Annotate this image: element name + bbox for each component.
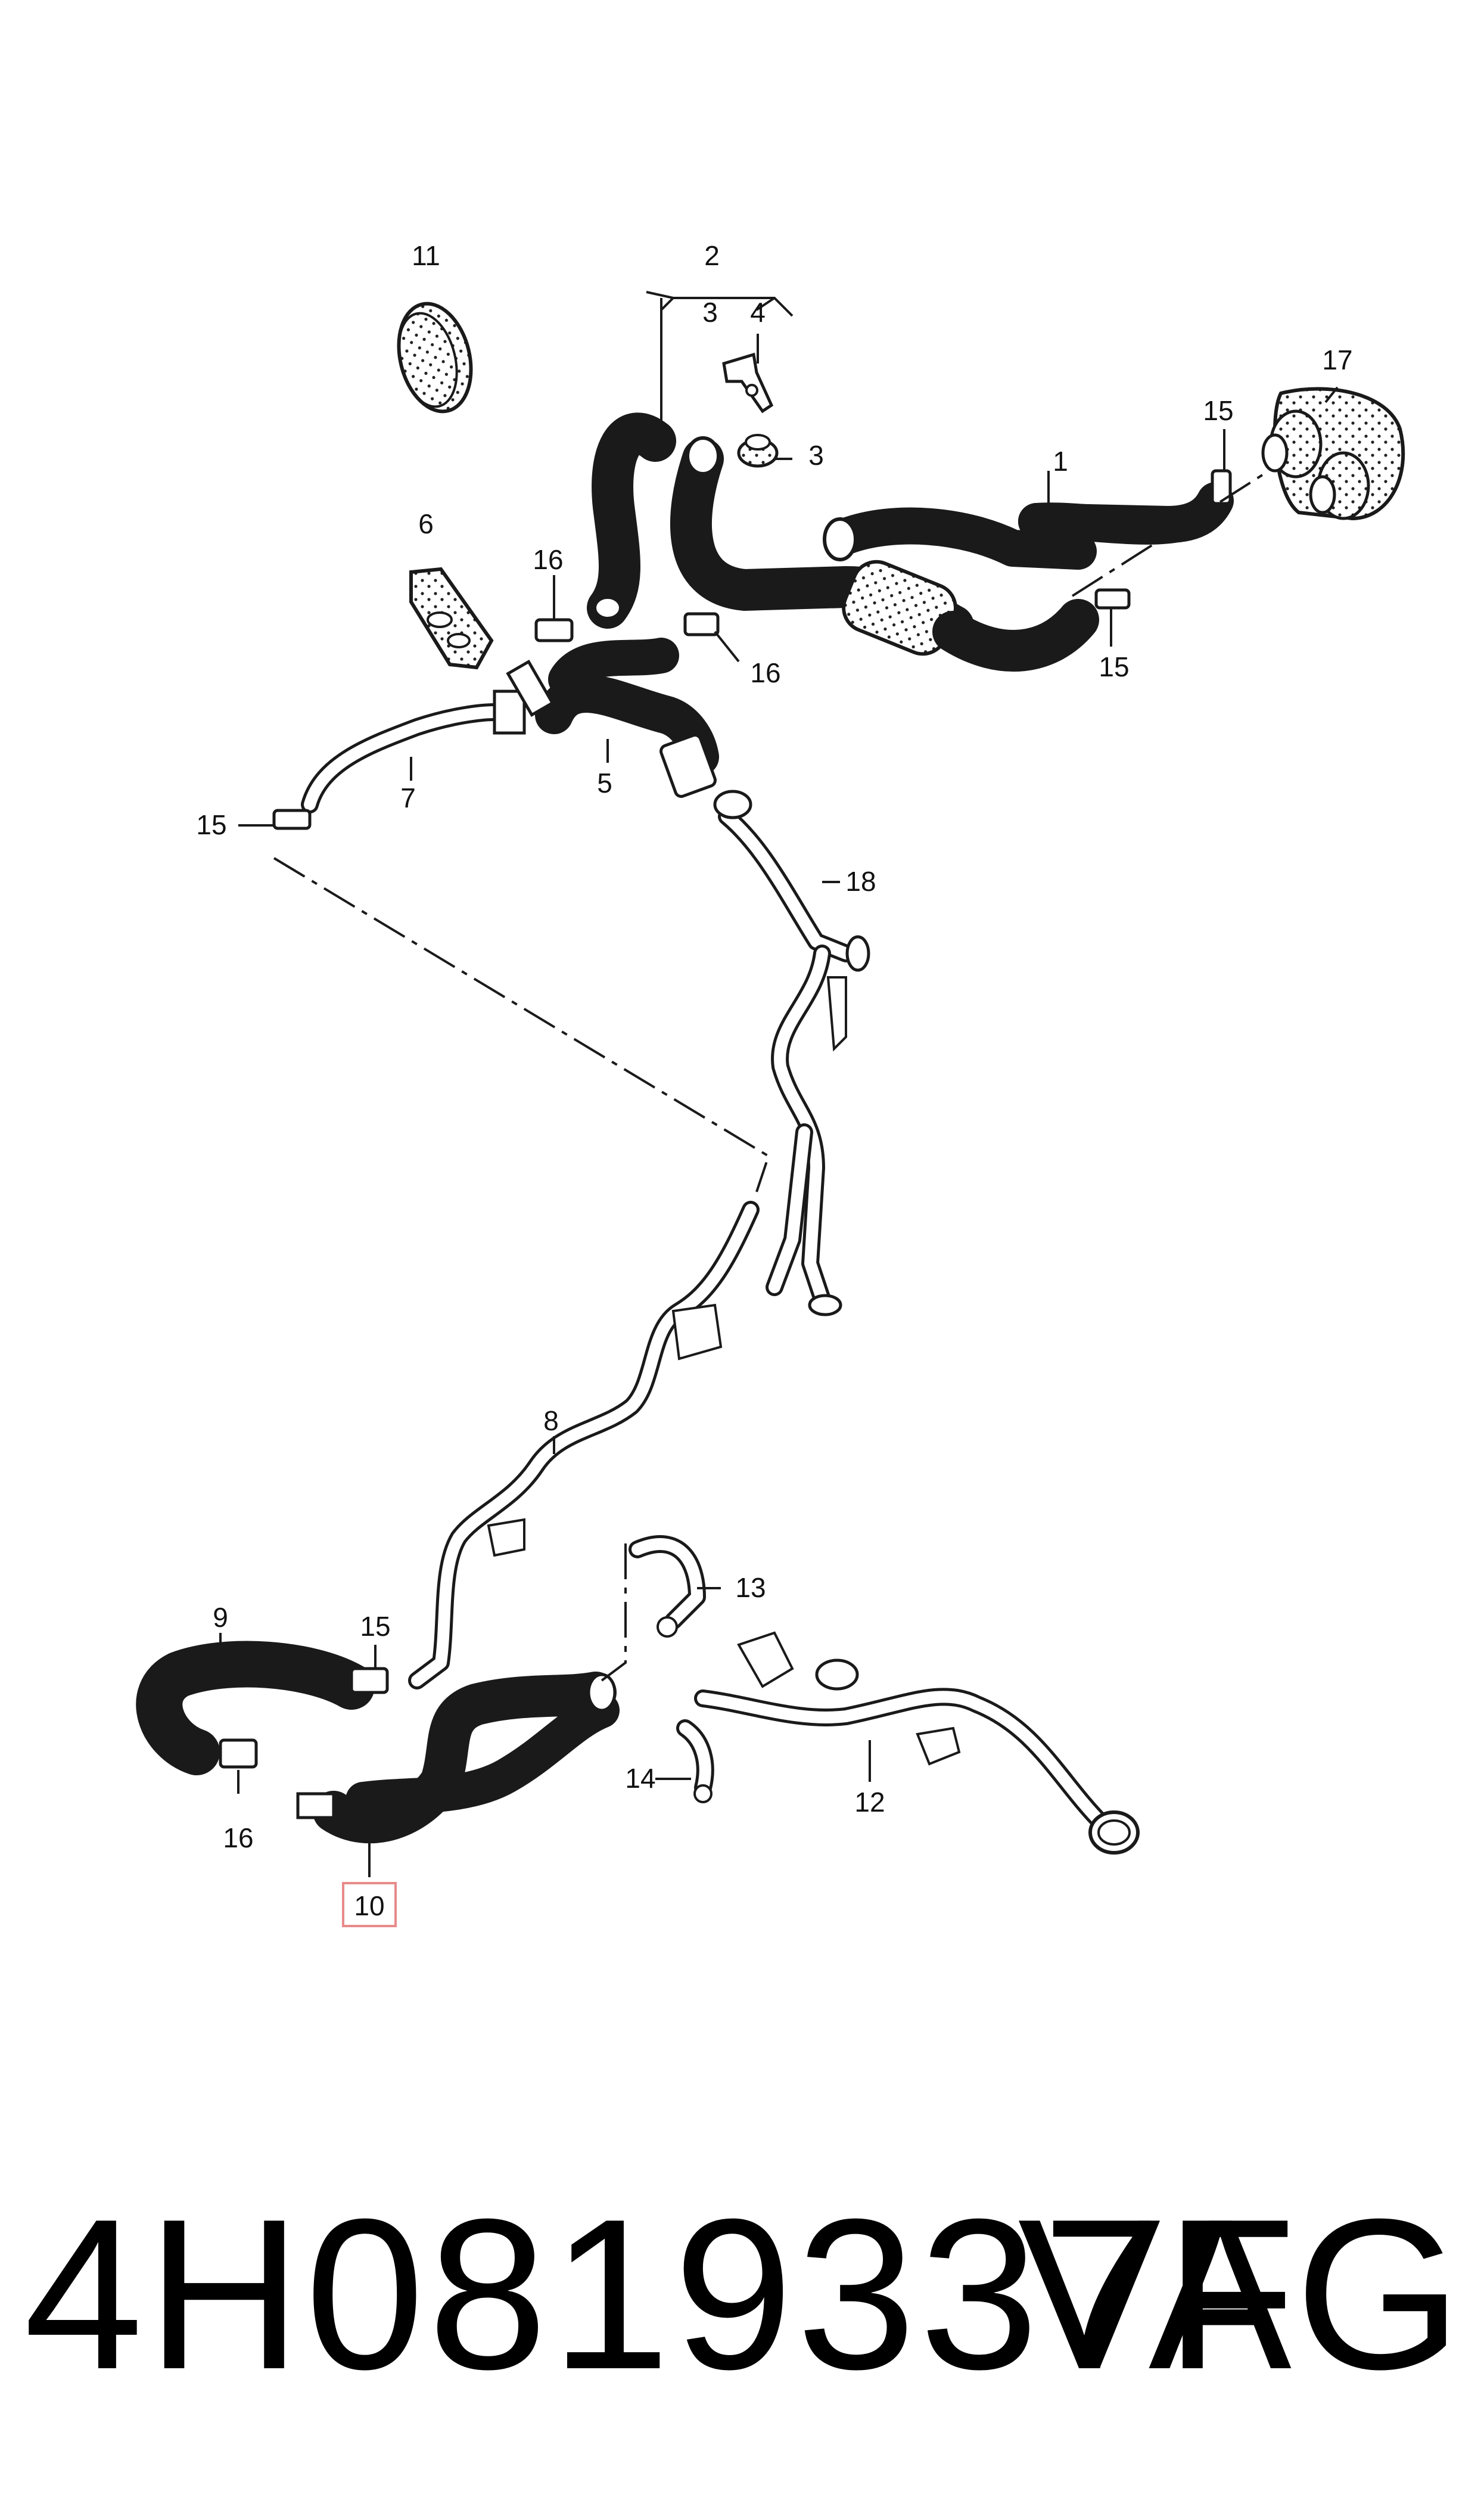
clamp-15-right bbox=[1094, 588, 1131, 610]
callout-17: 17 bbox=[1322, 344, 1352, 375]
clamp-15-lower bbox=[350, 1667, 389, 1694]
callout-15-left: 15 bbox=[196, 809, 226, 840]
part-5-hose bbox=[535, 638, 719, 798]
clamp-16-lower bbox=[219, 1738, 258, 1769]
part-9-hose bbox=[136, 1641, 375, 1775]
callout-5: 5 bbox=[597, 768, 612, 799]
callout-3-right: 3 bbox=[808, 440, 824, 471]
part-number: 4H0819337F bbox=[24, 2175, 1300, 2414]
clamp-16-center bbox=[683, 612, 720, 636]
callout-10: 10 bbox=[354, 1890, 384, 1921]
callout-2: 2 bbox=[704, 240, 720, 271]
reference-line-right bbox=[1071, 470, 1270, 597]
parts-diagram: 11 2 3 4 3 17 15 1 6 16 16 15 5 7 15 18 … bbox=[136, 240, 1405, 1927]
callout-8: 8 bbox=[543, 1405, 559, 1436]
callout-16-lower: 16 bbox=[223, 1822, 253, 1853]
part-18-pipe bbox=[713, 790, 870, 1316]
callout-12: 12 bbox=[854, 1787, 885, 1818]
leader-lines bbox=[219, 291, 1339, 1877]
callout-11: 11 bbox=[412, 240, 440, 271]
part-3-clip bbox=[737, 434, 779, 468]
brand-label: VAG bbox=[1018, 2175, 1466, 2414]
reference-line bbox=[273, 857, 770, 1192]
part-10-hose bbox=[296, 1672, 620, 1844]
part-17-grommet bbox=[1261, 387, 1405, 521]
callouts: 11 2 3 4 3 17 15 1 6 16 16 15 5 7 15 18 … bbox=[196, 240, 1353, 1927]
clamps bbox=[219, 469, 1232, 1769]
callout-13: 13 bbox=[735, 1572, 766, 1603]
part-6-mount bbox=[409, 567, 494, 670]
callout-9: 9 bbox=[213, 1602, 228, 1633]
part-4-bracket bbox=[722, 352, 774, 414]
clamp-15-top-right bbox=[1211, 469, 1232, 505]
callout-1: 1 bbox=[1053, 446, 1068, 477]
callout-10-highlight-box bbox=[342, 1882, 397, 1927]
part-12-pipe bbox=[694, 1631, 1140, 1855]
part-8-pipe bbox=[408, 1201, 760, 1689]
part-11-grommet bbox=[397, 302, 473, 414]
callout-15-top-right: 15 bbox=[1203, 395, 1233, 426]
callout-4: 4 bbox=[750, 297, 766, 328]
part-14-pipe bbox=[676, 1719, 714, 1803]
callout-6: 6 bbox=[418, 508, 434, 539]
clamp-16-upper bbox=[534, 618, 574, 642]
callout-7: 7 bbox=[400, 782, 416, 813]
callout-16-center: 16 bbox=[750, 657, 780, 688]
part-7-hose bbox=[301, 659, 555, 813]
clamp-15-left bbox=[272, 809, 312, 830]
callout-18: 18 bbox=[845, 866, 876, 897]
callout-15-right: 15 bbox=[1099, 651, 1129, 682]
part-code-line: 4H0819337F VAG bbox=[24, 2175, 1466, 2414]
callout-16-upper: 16 bbox=[533, 544, 563, 575]
callout-3-top: 3 bbox=[702, 297, 718, 328]
callout-15-lower: 15 bbox=[360, 1611, 390, 1642]
part-13-pipe bbox=[629, 1535, 706, 1638]
part-1-hose bbox=[1018, 502, 1192, 545]
reference-line-lower bbox=[601, 1543, 627, 1682]
callout-14: 14 bbox=[625, 1763, 655, 1794]
